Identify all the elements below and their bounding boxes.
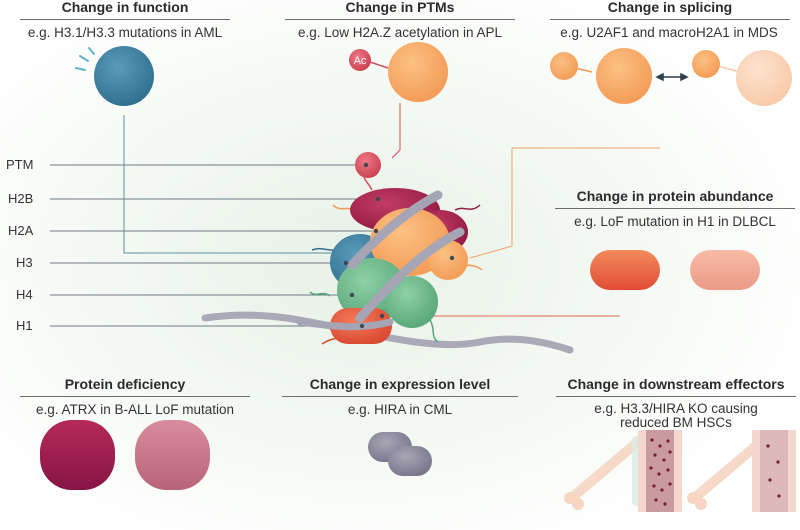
expression-subtitle: e.g. HIRA in CML	[347, 402, 453, 417]
double-arrow-icon	[655, 72, 689, 82]
abundance-rule	[555, 208, 795, 209]
label-h2a: H2A	[8, 223, 34, 238]
expression-title: Change in expression level	[309, 376, 491, 392]
abundance-title: Change in protein abundance	[576, 188, 774, 204]
splicing-title: Change in splicing	[607, 0, 733, 15]
effectors-rule	[556, 396, 796, 397]
label-h3: H3	[16, 255, 33, 270]
splicing-rule	[550, 19, 790, 20]
function-title: Change in function	[61, 0, 189, 15]
deficiency-title: Protein deficiency	[64, 376, 186, 392]
effectors-illustration	[564, 430, 796, 512]
dna-strand	[201, 311, 574, 354]
label-h2b: H2B	[8, 191, 34, 206]
ptm-illustration	[349, 42, 448, 102]
function-illustration	[75, 46, 154, 106]
label-h4: H4	[16, 287, 33, 302]
bone-normal	[564, 430, 682, 512]
ac-label: Ac	[354, 55, 367, 67]
label-h1: H1	[16, 318, 33, 333]
expression-illustration	[368, 432, 432, 476]
splicing-connector	[469, 147, 660, 259]
function-subtitle: e.g. H3.1/H3.3 mutations in AML	[27, 25, 223, 40]
deficiency-shape-deficient	[135, 420, 210, 490]
expression-rule	[282, 396, 518, 397]
deficiency-shape-normal	[40, 420, 115, 490]
deficiency-subtitle: e.g. ATRX in B-ALL LoF mutation	[35, 402, 235, 417]
label-ptm: PTM	[6, 157, 34, 172]
splicing-subtitle: e.g. U2AF1 and macroH2A1 in MDS	[560, 25, 778, 40]
effectors-subtitle-line2: reduced BM HSCs	[620, 415, 732, 430]
ptms-rule	[285, 19, 515, 20]
bone-reduced	[687, 430, 796, 512]
ptms-subtitle: e.g. Low H2A.Z acetylation in APL	[297, 25, 503, 40]
ac-badge	[349, 49, 371, 71]
effectors-subtitle-line1: e.g. H3.3/HIRA KO causing	[594, 401, 758, 416]
abundance-subtitle: e.g. LoF mutation in H1 in DLBCL	[574, 214, 776, 229]
splicing-illustration	[550, 48, 792, 106]
effectors-title: Change in downstream effectors	[567, 376, 785, 392]
abundance-pill-low	[690, 250, 760, 290]
ptms-title: Change in PTMs	[345, 0, 455, 15]
abundance-pill-high	[590, 250, 660, 290]
ptm-connector	[391, 103, 401, 159]
nucleosome	[296, 152, 468, 344]
deficiency-rule	[20, 396, 250, 397]
function-rule	[20, 19, 230, 20]
function-connector	[123, 115, 340, 254]
